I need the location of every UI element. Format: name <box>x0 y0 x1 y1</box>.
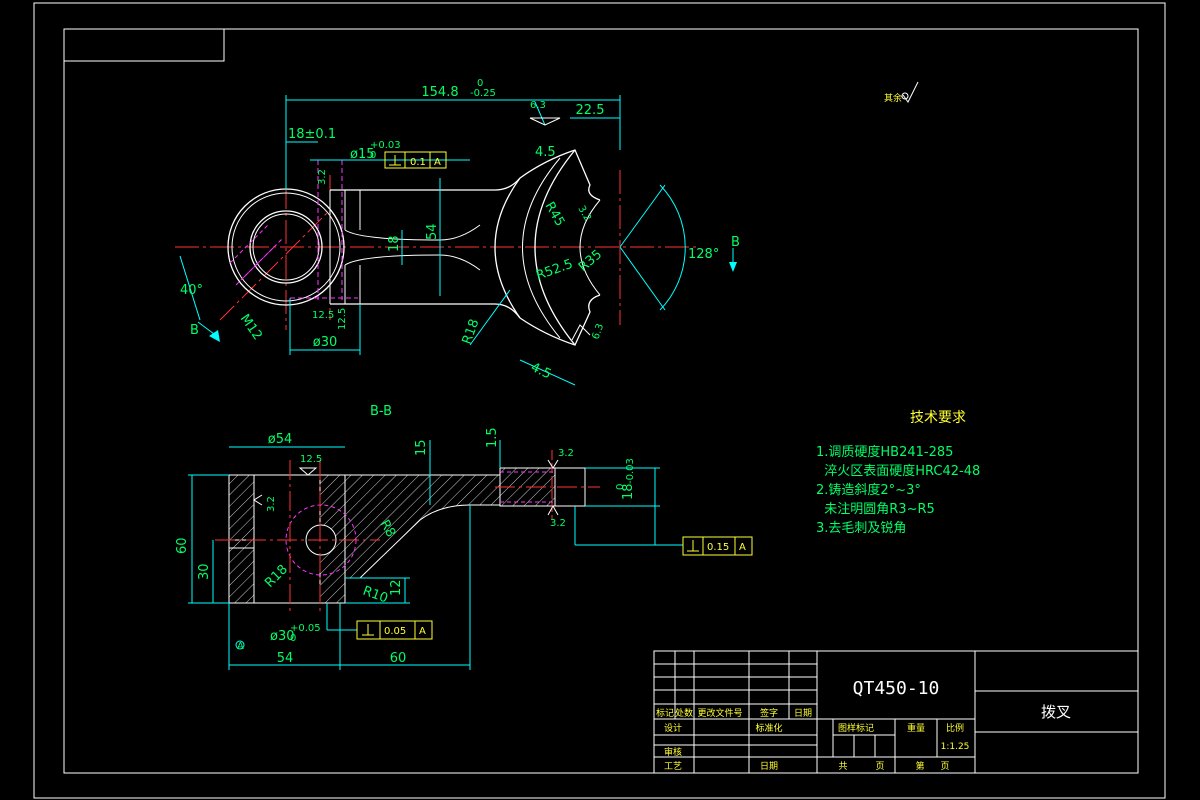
dim-54-section: ø54 <box>268 432 293 447</box>
section-view <box>188 440 753 670</box>
dim-18-tol-low: -0.03 <box>625 458 636 484</box>
dim-12-section: 12 <box>389 579 404 596</box>
dim-overall-tol-low: -0.25 <box>470 88 496 99</box>
dim-1-5-section: 1.5 <box>485 427 500 448</box>
dim-hole-30-tol-up: +0.05 <box>290 623 321 634</box>
dim-12-5-b: 12.5 <box>337 308 348 330</box>
tech-req-line-5: 3.去毛刺及锐角 <box>816 521 906 536</box>
dim-r18-section: R18 <box>262 562 291 591</box>
drawing-number-box <box>63 28 225 62</box>
dim-30-top: ø30 <box>313 335 338 350</box>
section-label: B-B <box>370 404 392 419</box>
tech-req-line-1: 1.调质硬度HB241-285 <box>816 444 953 460</box>
dim-hole-30: ø30 <box>270 629 295 644</box>
tech-req-line-4: 未注明圆角R3~R5 <box>816 502 935 517</box>
tb-total: 共 <box>838 761 847 772</box>
dim-30-vertical: 30 <box>197 563 212 580</box>
dim-18-tol: 18±0.1 <box>288 127 336 142</box>
dim-22-5: 22.5 <box>576 103 605 118</box>
dim-3-2-section-b: 3.2 <box>550 518 566 529</box>
tb-sign: 签字 <box>760 707 778 719</box>
dim-3-2-section-c: 3.2 <box>266 496 277 512</box>
dim-hole-15-tol-low: 0 <box>370 150 376 161</box>
view-arrow-label-left: B <box>190 323 199 338</box>
dim-60-bottom: 60 <box>390 651 407 666</box>
perp1-datum: A <box>434 157 441 168</box>
title-scale: 1:1.25 <box>941 742 970 752</box>
tb-mark: 标记 <box>656 707 674 719</box>
tb-ratio: 比例 <box>946 722 964 734</box>
sheet-outer-border <box>33 2 1166 799</box>
tb-page: 页 <box>875 761 884 772</box>
tech-req-line-2: 淬火区表面硬度HRC42-48 <box>816 463 980 479</box>
dim-hole-15-tol-up: +0.03 <box>370 140 401 151</box>
dim-12-5-section: 12.5 <box>300 454 322 465</box>
dim-overall-length: 154.8 <box>421 85 458 100</box>
dim-54-bottom: 54 <box>277 651 294 666</box>
dim-15-section: 15 <box>414 439 429 456</box>
dim-angle-40: 40° <box>180 283 203 298</box>
tb-count: 处数 <box>675 707 693 719</box>
dim-4-5-top: 4.5 <box>535 145 556 160</box>
dim-r45: R45 <box>542 200 568 230</box>
tb-process: 工艺 <box>664 761 682 772</box>
top-view <box>175 81 919 386</box>
tb-date2: 日期 <box>760 761 778 772</box>
title-block <box>653 650 1139 774</box>
tb-page2: 页 <box>940 761 949 772</box>
dim-18-vertical: 18 <box>387 235 402 252</box>
view-arrow-label-right: B <box>731 235 740 250</box>
tb-doc: 更改文件号 <box>697 707 742 719</box>
perp3-datum: A <box>419 626 426 637</box>
dim-18-tol-section: 18 <box>621 483 636 500</box>
dim-3-2-fork-top: 3.2 <box>575 204 592 223</box>
tb-std: 标准化 <box>755 722 782 734</box>
dim-4-5-bottom: 4.5 <box>528 360 553 382</box>
dim-6-3-bottom: 6.3 <box>590 322 606 341</box>
dim-r52-5: R52.5 <box>534 257 575 284</box>
perp3-value: 0.05 <box>384 626 406 637</box>
tb-weight: 重量 <box>907 722 925 734</box>
roughness-global-label: 其余 <box>884 92 902 104</box>
dim-r8: R8 <box>377 518 399 540</box>
perp2-value: 0.15 <box>707 542 729 553</box>
dim-hole-30-tol-low: 0 <box>290 633 296 644</box>
tech-req-line-3: 2.铸造斜度2°~3° <box>816 482 921 498</box>
dim-54-vertical: 54 <box>425 223 440 240</box>
title-material: QT450-10 <box>853 678 940 699</box>
dim-12-5-a: 12.5 <box>312 310 334 321</box>
dim-hole-15: ø15 <box>350 147 375 162</box>
dim-m12: M12 <box>237 312 265 343</box>
tech-requirements-title: 技术要求 <box>910 410 966 426</box>
perp2-datum: A <box>739 542 746 553</box>
tb-sheet: 第 <box>915 760 924 772</box>
tb-date: 日期 <box>794 708 812 719</box>
sheet-inner-border <box>63 28 1139 774</box>
dim-angle-128: 128° <box>688 247 719 262</box>
dim-6-3-top: 6.3 <box>530 100 546 111</box>
dim-overall-tol-up: 0 <box>477 78 483 89</box>
tb-design: 设计 <box>664 722 682 734</box>
perp1-value: 0.1 <box>410 157 426 168</box>
dim-60-vertical: 60 <box>175 537 190 554</box>
dim-3-2-pin: 3.2 <box>317 169 328 185</box>
tb-review: 审核 <box>664 746 682 758</box>
datum-a-symbol: A <box>237 641 244 652</box>
dim-18-tol-up: 0 <box>615 484 626 490</box>
tb-stage: 图样标记 <box>838 722 874 734</box>
dim-3-2-section-a: 3.2 <box>558 448 574 459</box>
title-part-name: 拨叉 <box>1041 703 1071 721</box>
